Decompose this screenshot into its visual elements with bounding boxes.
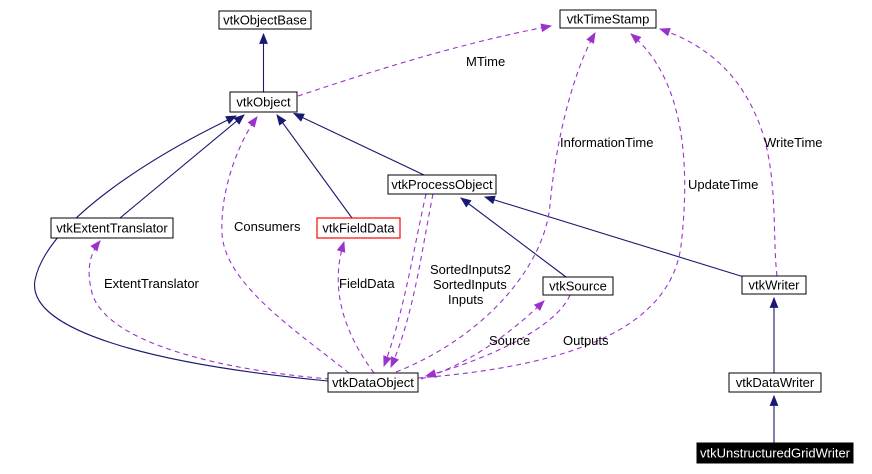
node-label-vtkfielddata: vtkFieldData bbox=[322, 221, 395, 236]
edge-inheritance-vtkwriter-to-vtkprocessobject bbox=[483, 195, 745, 278]
node-label-vtkobject: vtkObject bbox=[236, 95, 291, 110]
edge-collab-fielddata bbox=[336, 240, 375, 374]
edge-collab-updatetime bbox=[417, 33, 686, 379]
edge-label-writetime: WriteTime bbox=[764, 135, 823, 150]
edge-label-consumers: Consumers bbox=[234, 219, 301, 234]
node-vtkdataobject[interactable]: vtkDataObject bbox=[327, 372, 419, 393]
edge-inheritance-vtkdataobject-to-vtkobject bbox=[34, 115, 329, 382]
edge-inheritance-vtksource-to-vtkprocessobject bbox=[460, 197, 567, 278]
edge-collab-sortedinputs bbox=[390, 193, 434, 369]
node-vtkobjectbase[interactable]: vtkObjectBase bbox=[218, 10, 312, 30]
edge-label-informationtime: InformationTime bbox=[560, 135, 653, 150]
edge-label-outputs: Outputs bbox=[563, 333, 609, 348]
edge-label-sortedinputs: SortedInputs bbox=[433, 277, 507, 292]
node-label-vtkwriter: vtkWriter bbox=[748, 278, 800, 293]
edge-collab-mtime bbox=[297, 23, 553, 97]
edge-collab-consumers bbox=[221, 116, 350, 374]
node-vtkfielddata[interactable]: vtkFieldData bbox=[316, 217, 401, 239]
edge-label-sortedinputs2: SortedInputs2 bbox=[430, 262, 511, 277]
edge-collab-source bbox=[420, 300, 545, 380]
node-vtkobject[interactable]: vtkObject bbox=[229, 91, 298, 113]
edge-inheritance-vtkfielddata-to-vtkobject bbox=[276, 114, 353, 219]
edge-inheritance-vtkextenttranslator-to-vtkobject bbox=[119, 114, 245, 219]
node-label-vtkobjectbase: vtkObjectBase bbox=[223, 13, 307, 28]
edge-collab-informationtime bbox=[395, 32, 596, 373]
edge-collab-outputs bbox=[424, 294, 571, 378]
node-label-vtkprocessobject: vtkProcessObject bbox=[391, 177, 493, 192]
node-label-vtkextenttranslator: vtkExtentTranslator bbox=[56, 221, 168, 236]
node-label-vtktimestamp: vtkTimeStamp bbox=[567, 12, 650, 27]
node-label-vtkdatawriter: vtkDataWriter bbox=[736, 375, 815, 390]
edge-label-extenttranslator: ExtentTranslator bbox=[104, 276, 200, 291]
node-vtktimestamp[interactable]: vtkTimeStamp bbox=[559, 9, 657, 29]
edge-label-mtime: MTime bbox=[466, 54, 505, 69]
edge-inheritance-vtkprocessobject-to-vtkobject bbox=[293, 113, 425, 176]
edge-collab-inputs bbox=[383, 193, 427, 368]
edge-label-updatetime: UpdateTime bbox=[688, 177, 758, 192]
node-label-vtkdataobject: vtkDataObject bbox=[332, 375, 414, 390]
node-label-vtkunstructuredgridwriter: vtkUnstructuredGridWriter bbox=[700, 446, 851, 461]
node-vtkdatawriter[interactable]: vtkDataWriter bbox=[728, 372, 822, 393]
edge-label-inputs: Inputs bbox=[448, 292, 484, 307]
node-vtkunstructuredgridwriter-focus: vtkUnstructuredGridWriter bbox=[696, 442, 854, 464]
edge-label-fielddata: FieldData bbox=[339, 276, 395, 291]
node-label-vtksource: vtkSource bbox=[549, 279, 607, 294]
node-vtkprocessobject[interactable]: vtkProcessObject bbox=[387, 174, 497, 195]
node-vtksource[interactable]: vtkSource bbox=[542, 276, 614, 296]
edge-collab-extenttranslator bbox=[88, 240, 331, 380]
node-vtkextenttranslator[interactable]: vtkExtentTranslator bbox=[50, 217, 174, 239]
edge-collab-writetime bbox=[658, 27, 778, 277]
node-vtkwriter[interactable]: vtkWriter bbox=[741, 275, 807, 295]
edge-label-source: Source bbox=[489, 333, 530, 348]
